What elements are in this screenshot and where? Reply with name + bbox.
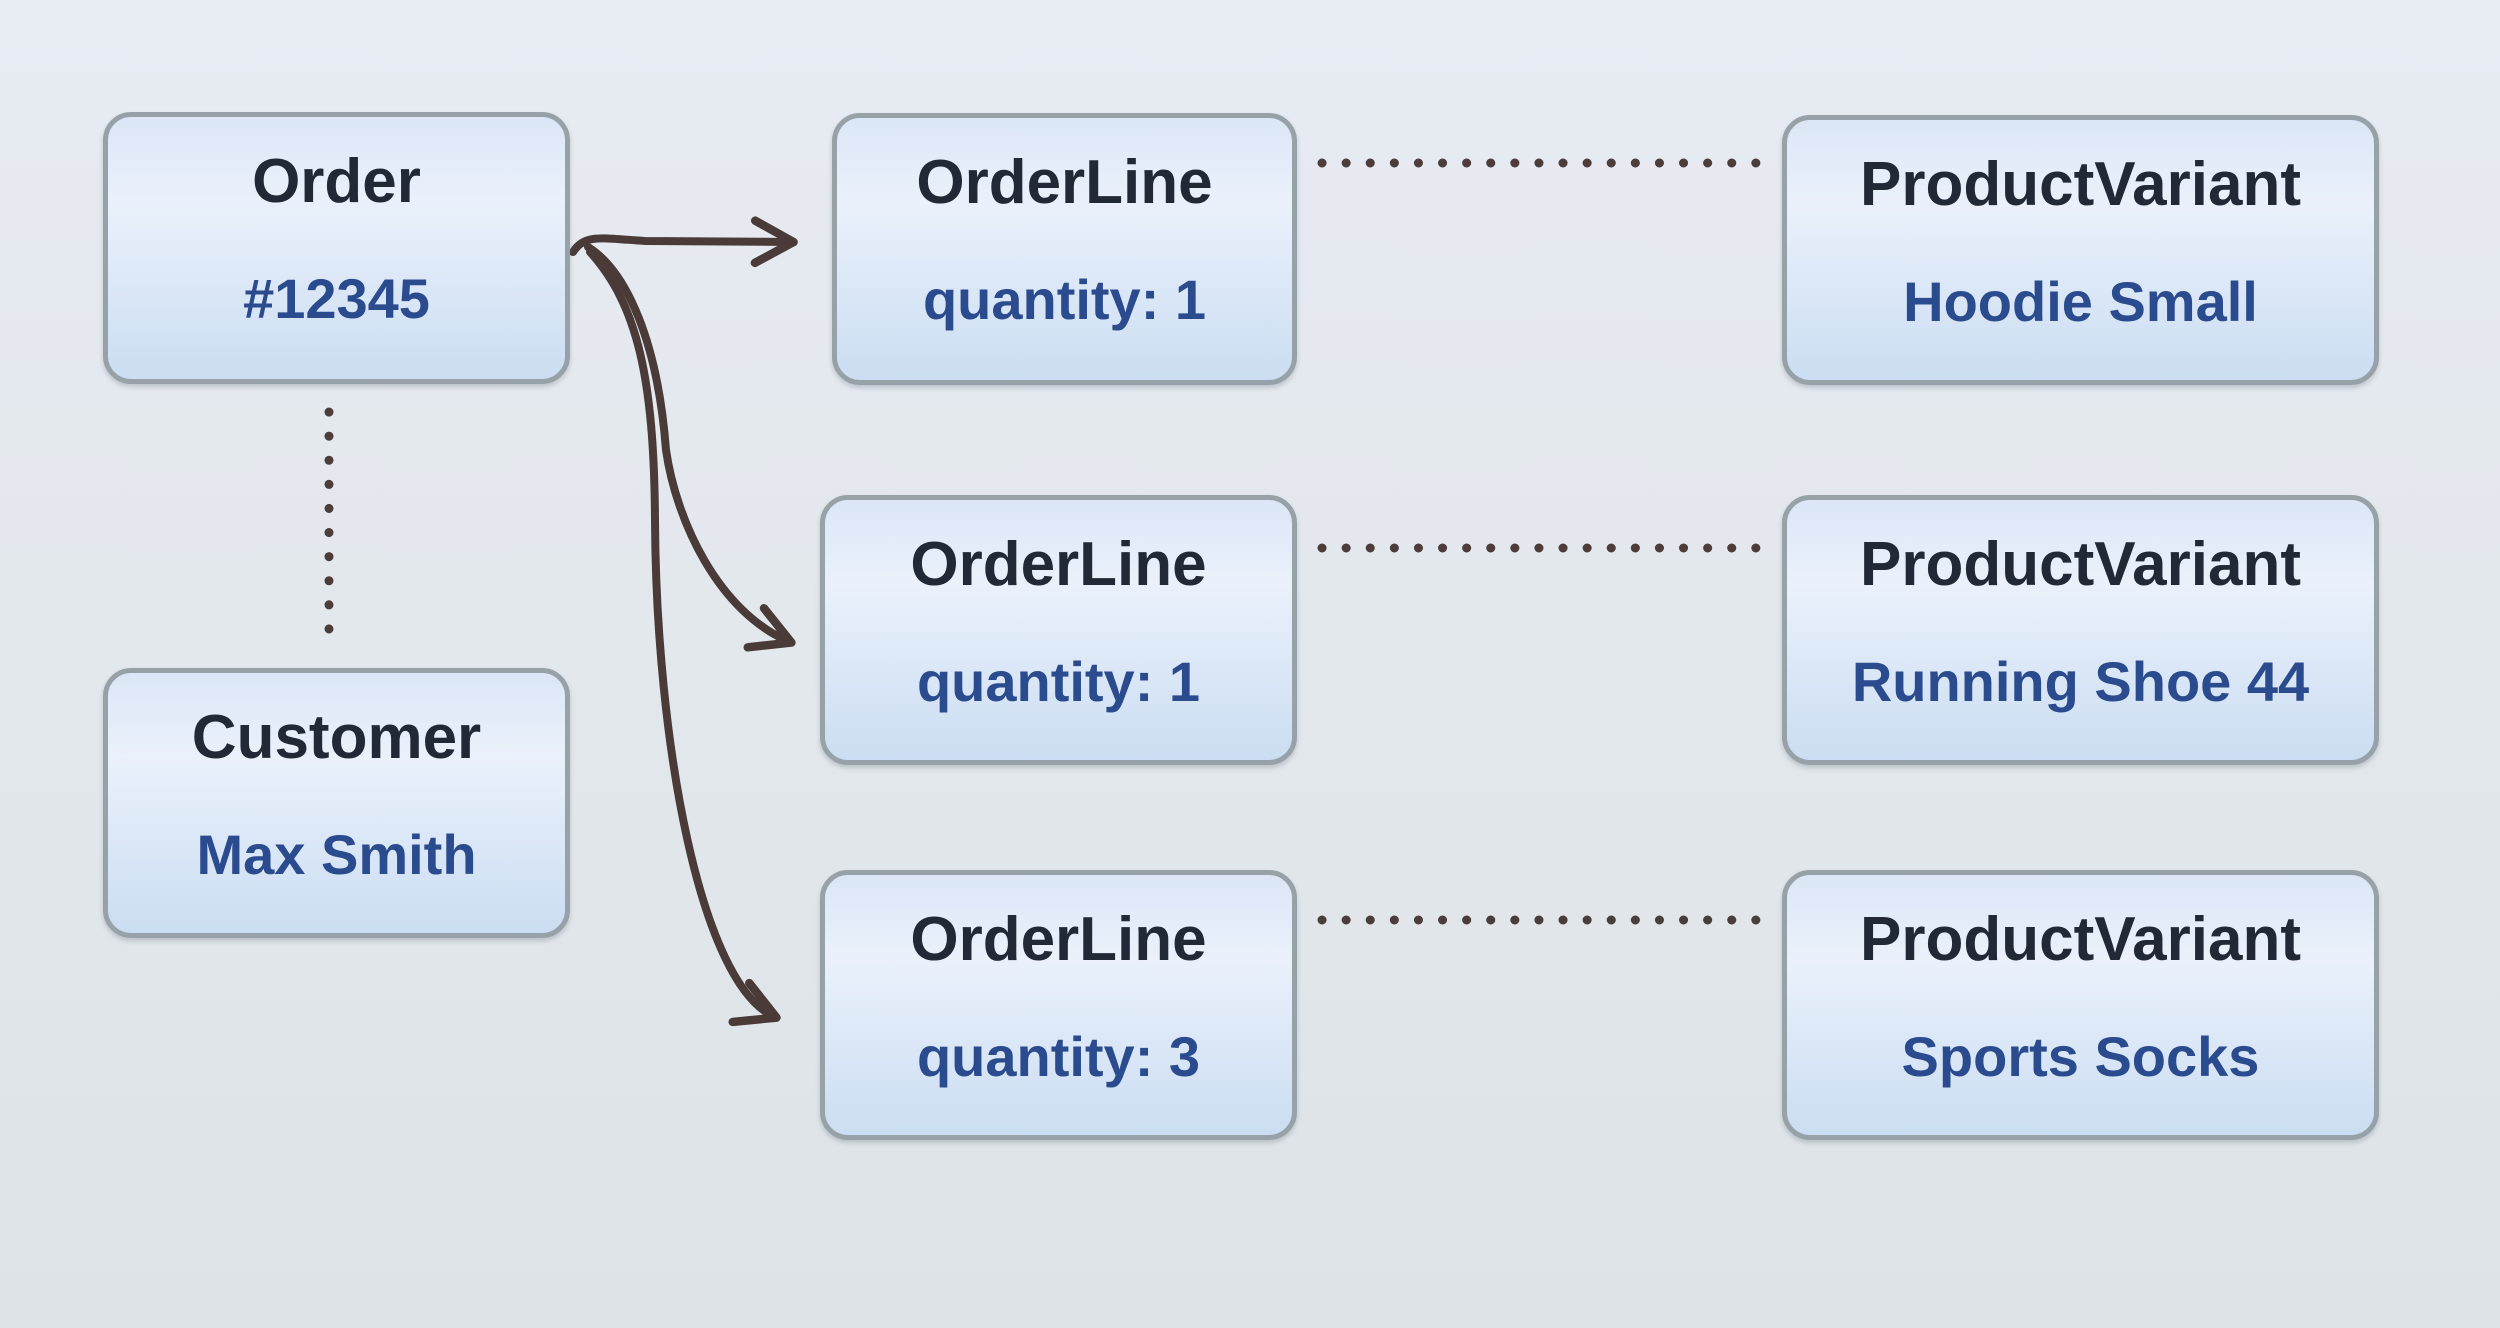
node-value: Sports Socks xyxy=(1901,1025,2260,1088)
node-value: quantity: 1 xyxy=(916,650,1201,713)
node-title: ProductVariant xyxy=(1860,905,2301,974)
node-value: quantity: 3 xyxy=(916,1025,1201,1088)
node-title: ProductVariant xyxy=(1860,150,2301,219)
node-title: Customer xyxy=(191,703,482,772)
node-value: Running Shoe 44 xyxy=(1851,650,2310,713)
edge-order-to-orderline-2 xyxy=(584,243,796,652)
node-productvariant-2: ProductVariant Running Shoe 44 xyxy=(1782,495,2379,765)
edge-order-to-orderline-3 xyxy=(586,248,781,1027)
node-customer: Customer Max Smith xyxy=(103,668,570,938)
node-value: #12345 xyxy=(243,267,430,330)
node-orderline-3: OrderLine quantity: 3 xyxy=(820,870,1297,1140)
node-productvariant-1: ProductVariant Hoodie Small xyxy=(1782,115,2379,385)
node-title: Order xyxy=(252,147,421,216)
node-value: quantity: 1 xyxy=(922,268,1207,331)
node-productvariant-3: ProductVariant Sports Socks xyxy=(1782,870,2379,1140)
node-title: OrderLine xyxy=(916,148,1213,217)
node-orderline-1: OrderLine quantity: 1 xyxy=(832,113,1297,385)
node-value: Hoodie Small xyxy=(1903,270,2258,333)
node-orderline-2: OrderLine quantity: 1 xyxy=(820,495,1297,765)
node-order: Order #12345 xyxy=(103,112,570,384)
node-title: OrderLine xyxy=(910,530,1207,599)
node-title: ProductVariant xyxy=(1860,530,2301,599)
node-value: Max Smith xyxy=(196,823,477,886)
node-title: OrderLine xyxy=(910,905,1207,974)
edge-order-to-orderline-1 xyxy=(569,216,798,268)
